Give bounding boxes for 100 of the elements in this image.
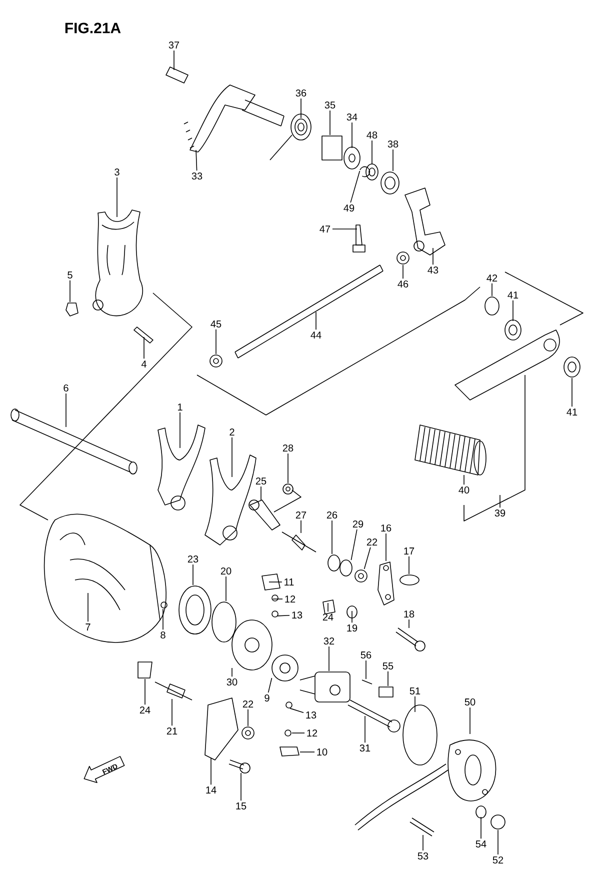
- footrest-rubber-drawing: [414, 424, 486, 476]
- callout-number: 32: [324, 637, 334, 645]
- callout-number: 48: [366, 131, 378, 139]
- nut-drawing: [282, 484, 294, 494]
- callout-number: 38: [388, 140, 398, 148]
- callout-number: 51: [410, 688, 420, 694]
- callout-number: 21: [166, 728, 178, 734]
- callout-number: 43: [428, 266, 438, 274]
- arm-drawing: [248, 500, 280, 530]
- callout-number: 12: [285, 596, 296, 602]
- leader-line: [328, 646, 330, 672]
- leader-line: [422, 834, 424, 851]
- callout-number: 35: [324, 101, 336, 109]
- callout-number: 10: [317, 748, 328, 756]
- leader-line: [432, 248, 434, 265]
- switch-drawing: [448, 740, 496, 802]
- screw-drawing: [396, 628, 426, 652]
- callout-number: 22: [242, 700, 254, 708]
- collar-drawing: [346, 606, 358, 618]
- callout-number: 9: [264, 694, 270, 702]
- washer-drawing: [564, 356, 580, 378]
- leader-line: [144, 678, 146, 705]
- callout-number: 13: [306, 711, 316, 719]
- callout-number: 53: [418, 852, 428, 860]
- callout-number: 1: [178, 404, 182, 410]
- nut-drawing: [242, 726, 254, 740]
- callout-number: 37: [168, 41, 180, 49]
- callout-number: 46: [398, 280, 408, 288]
- callout-number: 29: [352, 520, 364, 528]
- stud-drawing: [410, 818, 434, 836]
- leader-line: [512, 300, 514, 322]
- callout-number: 26: [326, 511, 338, 519]
- callout-number: 41: [566, 408, 578, 416]
- leader-line: [364, 716, 366, 743]
- screw-drawing: [228, 760, 250, 774]
- standoff-drawing: [154, 682, 192, 700]
- callout-number: 4: [141, 360, 146, 368]
- bolt-drawing: [166, 66, 188, 84]
- pin-drawing: [160, 602, 168, 608]
- leader-line: [210, 758, 212, 786]
- leader-line: [300, 98, 302, 118]
- leader-line: [408, 556, 410, 574]
- nut-drawing: [354, 570, 368, 582]
- leader-line: [414, 696, 416, 712]
- leader-line: [272, 598, 283, 600]
- leader-line: [240, 772, 242, 801]
- leader-line: [300, 520, 302, 534]
- callout-number: 36: [296, 89, 306, 97]
- gear-drawing: [272, 654, 298, 682]
- callout-number: 27: [296, 512, 306, 518]
- bolt-drawing: [348, 700, 400, 732]
- callout-number: 47: [320, 226, 330, 232]
- plate-drawing: [138, 662, 152, 678]
- seal-drawing: [380, 172, 400, 194]
- nut-drawing: [210, 354, 222, 368]
- leader-line: [350, 170, 360, 203]
- pin-drawing: [378, 686, 394, 698]
- callout-number: 20: [220, 567, 232, 575]
- callout-number: 52: [492, 856, 504, 864]
- plate-drawing: [378, 562, 394, 606]
- spring-drawing: [328, 554, 340, 572]
- nut-drawing: [396, 252, 410, 264]
- callout-number: 28: [282, 444, 294, 452]
- shift-shaft-drawing: [184, 84, 284, 152]
- joint-drawing: [404, 188, 446, 256]
- callout-number: 8: [160, 631, 166, 639]
- leader-line: [260, 486, 262, 500]
- leader-line: [332, 228, 358, 230]
- callout-number: 5: [68, 272, 72, 278]
- bolt-drawing: [282, 532, 316, 552]
- callout-number: 55: [382, 662, 394, 670]
- callout-number: 18: [404, 610, 414, 618]
- callout-number: 16: [381, 524, 392, 532]
- callout-number: 30: [226, 678, 238, 686]
- figure-title: FIG.21A: [65, 22, 121, 34]
- callout-number: 24: [322, 614, 334, 620]
- shaft-drawing: [10, 408, 138, 474]
- shift-fork-drawing: [158, 424, 206, 510]
- screw-drawing: [400, 574, 420, 586]
- washer-drawing: [476, 806, 486, 818]
- block-drawing: [280, 746, 300, 756]
- leader-line: [268, 678, 272, 693]
- pin-drawing: [284, 730, 292, 736]
- cam-plate-drawing: [232, 620, 272, 670]
- callout-number: 14: [206, 786, 216, 794]
- screw-drawing: [66, 302, 78, 316]
- pin-drawing: [272, 594, 278, 602]
- callout-number: 31: [360, 744, 370, 752]
- callout-number: 50: [464, 698, 476, 706]
- leader-line: [392, 149, 394, 172]
- callout-number: 15: [236, 802, 246, 810]
- leader-line: [402, 264, 404, 279]
- pin-drawing: [134, 326, 154, 344]
- bolt-drawing: [352, 224, 366, 252]
- callout-number: 33: [192, 172, 202, 180]
- callout-number: 34: [346, 113, 358, 121]
- shift-fork-drawing: [204, 454, 256, 546]
- leader-line: [480, 816, 482, 839]
- circlip-drawing: [360, 166, 370, 178]
- leader-line: [196, 150, 198, 171]
